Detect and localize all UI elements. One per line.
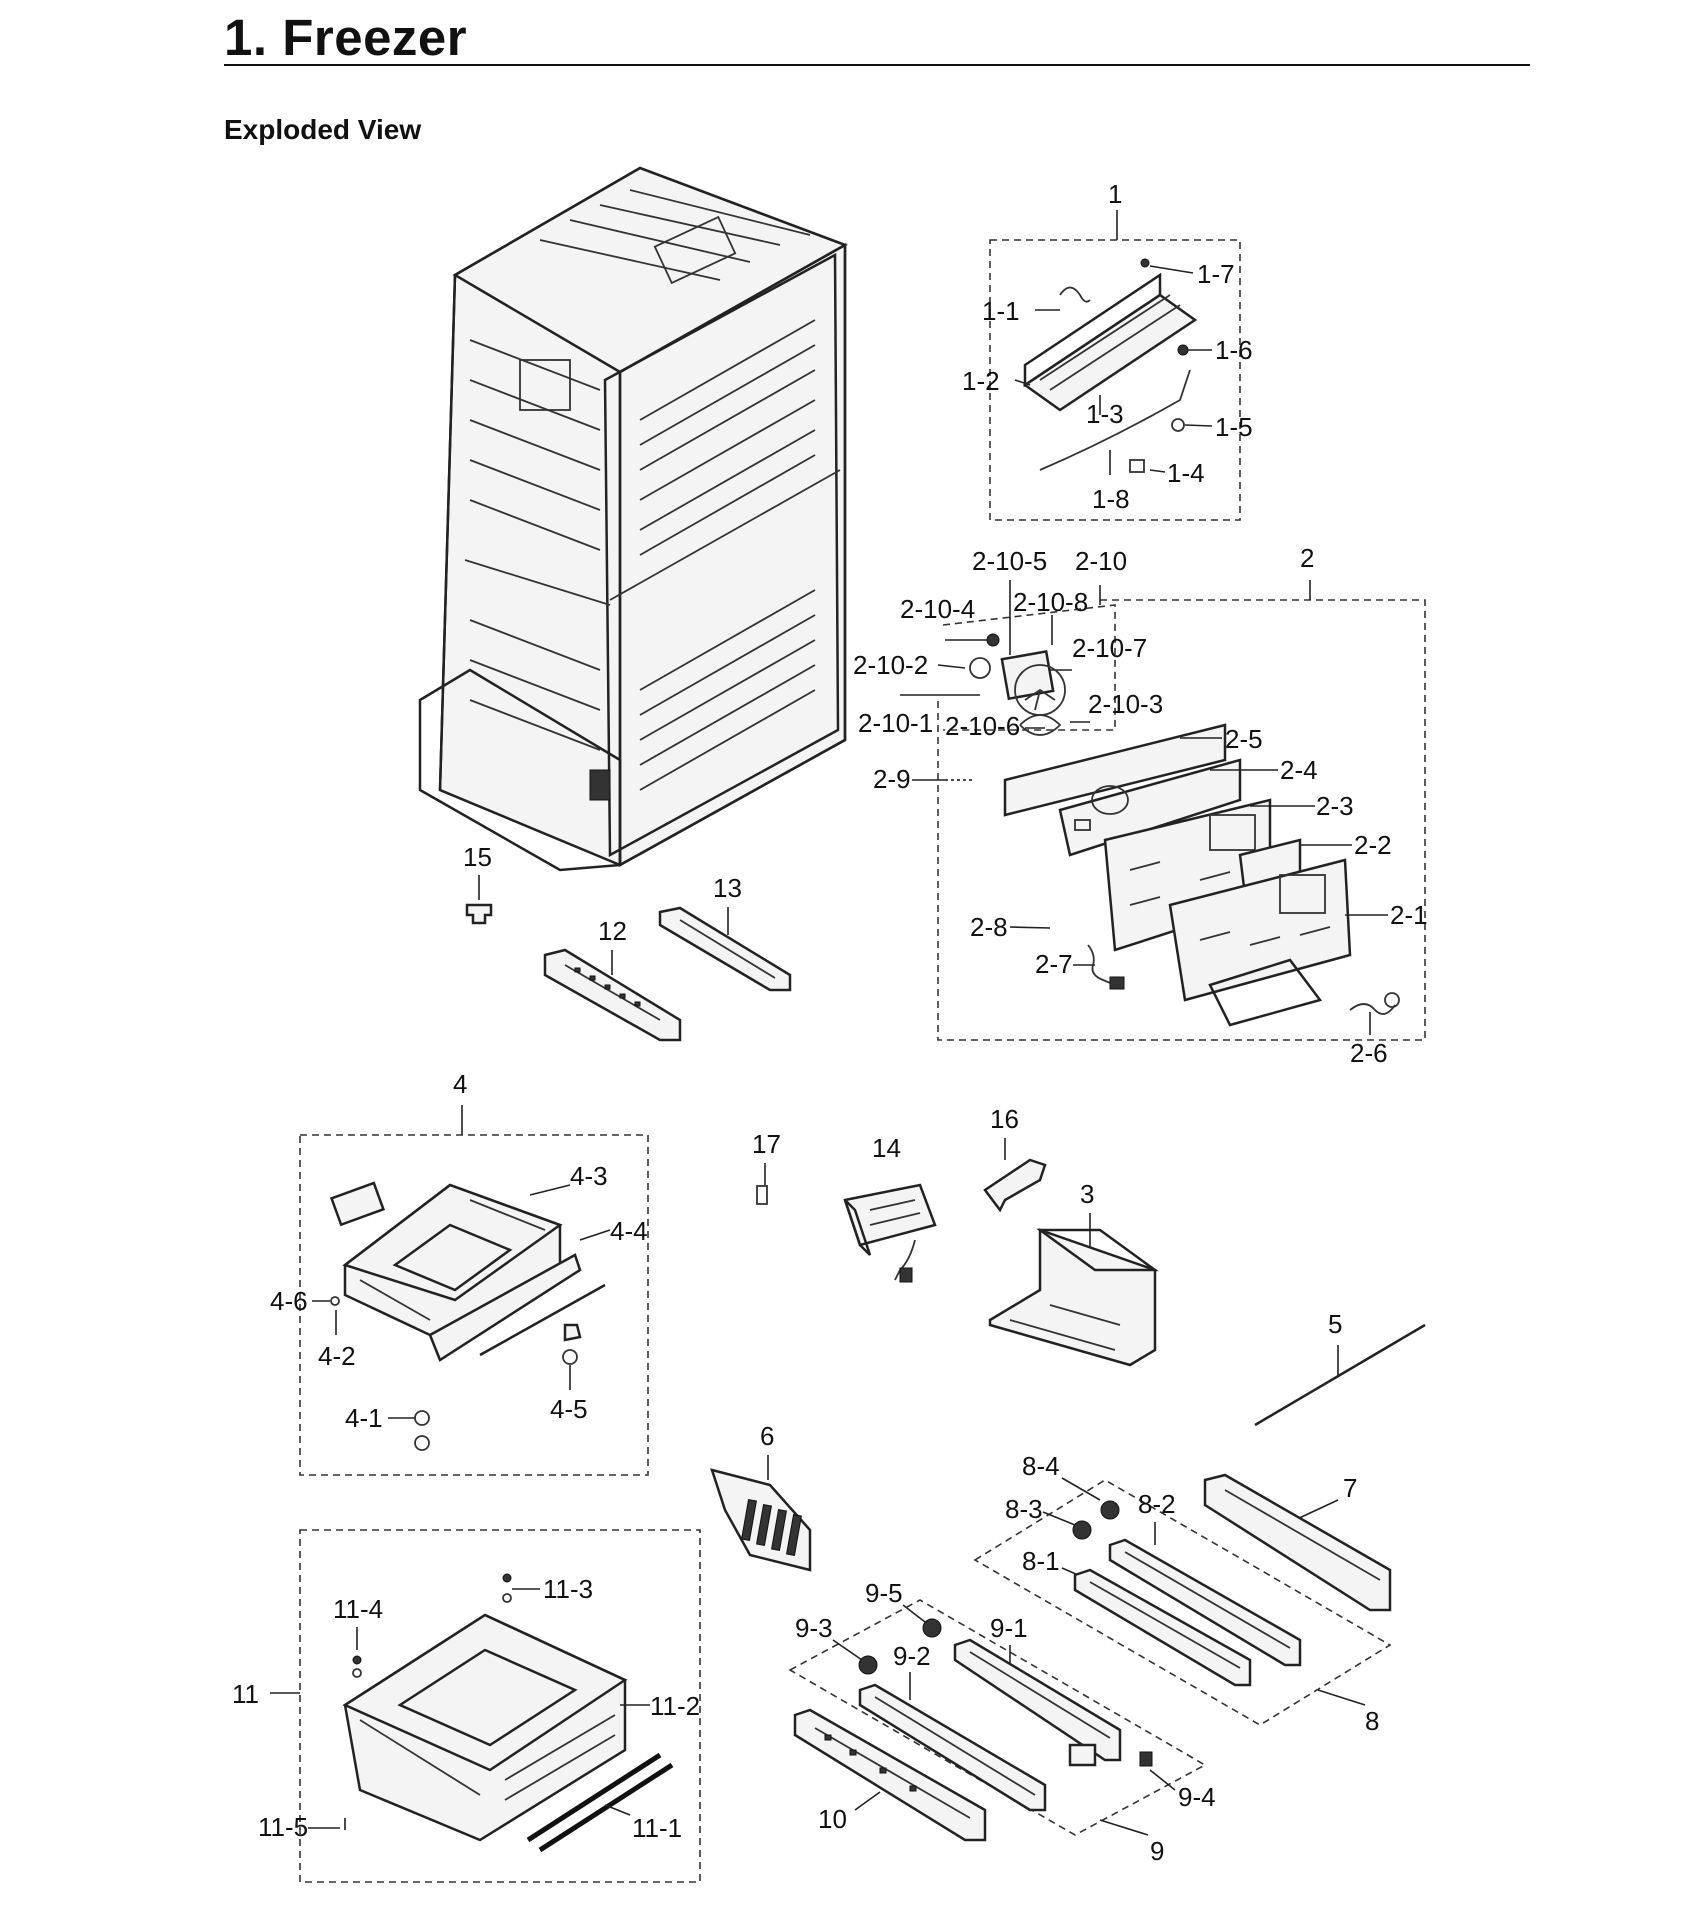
callout-1-1: 1-1 bbox=[982, 296, 1020, 326]
callout-9-1: 9-1 bbox=[990, 1613, 1028, 1643]
callout-4-3: 4-3 bbox=[570, 1161, 608, 1191]
part-2-1-rear-cover bbox=[1168, 858, 1352, 1027]
callout-12: 12 bbox=[598, 916, 627, 946]
callout-3: 3 bbox=[1080, 1179, 1094, 1209]
callout-2-10-6: 2-10-6 bbox=[945, 711, 1020, 741]
callout-13: 13 bbox=[713, 873, 742, 903]
callout-2-10: 2-10 bbox=[1075, 546, 1127, 576]
callout-2-7: 2-7 bbox=[1035, 949, 1073, 979]
callout-2-10-1: 2-10-1 bbox=[858, 708, 933, 738]
callout-8-4: 8-4 bbox=[1022, 1451, 1060, 1481]
group-4-box bbox=[299, 1134, 649, 1476]
callout-1: 1 bbox=[1108, 179, 1122, 209]
group-11-box bbox=[299, 1529, 701, 1883]
callout-2-1: 2-1 bbox=[1390, 900, 1428, 930]
callout-1-2: 1-2 bbox=[962, 366, 1000, 396]
callout-2-10-2: 2-10-2 bbox=[853, 650, 928, 680]
callout-1-4: 1-4 bbox=[1167, 458, 1205, 488]
callout-8-3: 8-3 bbox=[1005, 1494, 1043, 1524]
part-4-4-slide-rail bbox=[428, 1253, 606, 1362]
callout-9-3: 9-3 bbox=[795, 1613, 833, 1643]
part-6-divider bbox=[710, 1468, 812, 1572]
callout-1-8: 1-8 bbox=[1092, 484, 1130, 514]
callout-4-2: 4-2 bbox=[318, 1341, 356, 1371]
page-subtitle: Exploded View bbox=[224, 114, 422, 145]
part-11-2-lower-basket bbox=[342, 1613, 628, 1842]
callout-11-2: 11-2 bbox=[650, 1691, 700, 1721]
group-8-box bbox=[973, 1479, 1392, 1726]
callout-9-2: 9-2 bbox=[893, 1641, 931, 1671]
freezer-cabinet bbox=[418, 166, 848, 872]
part-17-pin bbox=[756, 1185, 768, 1205]
callout-9-4: 9-4 bbox=[1178, 1782, 1216, 1812]
page-title: 1. Freezer bbox=[224, 9, 468, 66]
part-9-2-rail bbox=[858, 1683, 1047, 1812]
callout-1-3: 1-3 bbox=[1086, 399, 1124, 429]
callout-11-1: 11-1 bbox=[632, 1813, 682, 1843]
callout-4-6: 4-6 bbox=[270, 1286, 308, 1316]
callout-11: 11 bbox=[232, 1679, 259, 1709]
callout-2-10-8: 2-10-8 bbox=[1013, 587, 1088, 617]
part-13-rail bbox=[658, 906, 792, 992]
part-9-1-rail bbox=[953, 1638, 1122, 1767]
part-2-5-duct bbox=[1003, 723, 1227, 817]
part-8-2-rail bbox=[1108, 1538, 1302, 1667]
callout-11-5: 11-5 bbox=[258, 1812, 308, 1842]
part-14-icemaker bbox=[843, 1183, 937, 1283]
part-16-bracket bbox=[983, 1158, 1047, 1213]
callout-7: 7 bbox=[1343, 1473, 1357, 1503]
title-underline bbox=[224, 64, 1530, 66]
part-15-cap bbox=[465, 903, 493, 925]
part-11-1-gasket bbox=[526, 1752, 674, 1853]
part-12-rail bbox=[543, 948, 682, 1042]
callout-5: 5 bbox=[1328, 1309, 1342, 1339]
callout-4-1: 4-1 bbox=[345, 1403, 383, 1433]
part-5-rod bbox=[1254, 1323, 1426, 1427]
callout-1-5: 1-5 bbox=[1215, 412, 1253, 442]
callout-17: 17 bbox=[752, 1129, 781, 1159]
callout-1-6: 1-6 bbox=[1215, 335, 1253, 365]
part-2-10-fan-motor bbox=[1000, 650, 1066, 736]
callout-2-6: 2-6 bbox=[1350, 1038, 1388, 1068]
callout-2-3: 2-3 bbox=[1316, 791, 1354, 821]
callout-2-9: 2-9 bbox=[873, 764, 911, 794]
callout-11-3: 11-3 bbox=[543, 1574, 593, 1604]
callout-9-5: 9-5 bbox=[865, 1578, 903, 1608]
callout-15: 15 bbox=[463, 842, 492, 872]
part-1-evaporator bbox=[1022, 258, 1198, 473]
part-3-ice-bucket bbox=[988, 1228, 1159, 1367]
callout-11-4: 11-4 bbox=[333, 1594, 383, 1624]
callout-8: 8 bbox=[1365, 1706, 1379, 1736]
callout-2-2: 2-2 bbox=[1354, 830, 1392, 860]
part-2-4-cover bbox=[1058, 758, 1242, 857]
callout-2-10-3: 2-10-3 bbox=[1088, 689, 1163, 719]
callout-2-8: 2-8 bbox=[970, 912, 1008, 942]
callout-2-10-7: 2-10-7 bbox=[1072, 633, 1147, 663]
group-2-10-box bbox=[942, 604, 1116, 731]
callout-10: 10 bbox=[818, 1804, 847, 1834]
callout-2-4: 2-4 bbox=[1280, 755, 1318, 785]
callout-1-7: 1-7 bbox=[1197, 259, 1235, 289]
callout-8-2: 8-2 bbox=[1138, 1489, 1176, 1519]
callout-2-5: 2-5 bbox=[1225, 724, 1263, 754]
callout-4-5: 4-5 bbox=[550, 1394, 588, 1424]
callout-2-10-4: 2-10-4 bbox=[900, 594, 975, 624]
callout-9: 9 bbox=[1150, 1836, 1164, 1866]
callout-16: 16 bbox=[990, 1104, 1019, 1134]
part-10-cover-rail bbox=[793, 1708, 987, 1842]
part-7-rail bbox=[1203, 1473, 1392, 1612]
callout-6: 6 bbox=[760, 1421, 774, 1451]
callout-4-4: 4-4 bbox=[610, 1216, 648, 1246]
callout-2: 2 bbox=[1300, 543, 1314, 573]
part-4-3-drawer-basket bbox=[329, 1181, 563, 1337]
part-8-1-rail bbox=[1073, 1568, 1252, 1687]
callout-2-10-5: 2-10-5 bbox=[972, 546, 1047, 576]
group-2-box bbox=[937, 599, 1426, 1041]
callout-4: 4 bbox=[453, 1069, 467, 1099]
callout-14: 14 bbox=[872, 1133, 901, 1163]
group-1-box bbox=[989, 239, 1241, 521]
callout-8-1: 8-1 bbox=[1022, 1546, 1060, 1576]
